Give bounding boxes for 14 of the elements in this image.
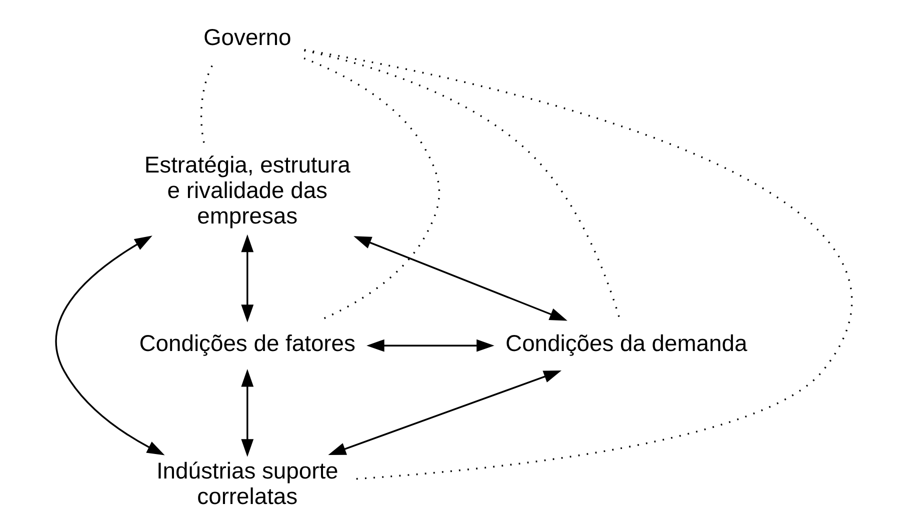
arrow xyxy=(328,370,561,456)
arrow xyxy=(240,368,254,457)
connector xyxy=(304,49,850,480)
node-text: Indústrias suporte correlatas xyxy=(156,457,338,510)
node-text: Governo xyxy=(203,24,291,50)
node-text: Condições da demanda xyxy=(505,330,747,356)
node-text: Condições de fatores xyxy=(138,330,355,356)
arrow xyxy=(366,339,494,352)
arrow xyxy=(54,236,164,456)
node-text: Estratégia, estrutura e rivalidade das empresas xyxy=(144,151,350,229)
connector xyxy=(303,50,620,320)
connector xyxy=(303,58,440,321)
arrow xyxy=(353,236,567,321)
arrow xyxy=(240,234,254,322)
